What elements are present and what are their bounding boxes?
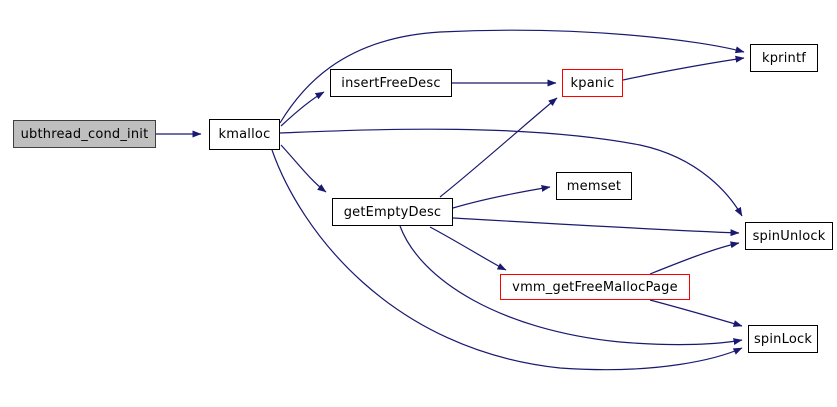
graph-node-memset[interactable]: memset xyxy=(556,172,632,200)
graph-node-label: memset xyxy=(566,178,622,194)
graph-node-ubthread_cond_init[interactable]: ubthread_cond_init xyxy=(13,120,156,148)
graph-node-label: ubthread_cond_init xyxy=(20,126,149,142)
graph-node-spinLock[interactable]: spinLock xyxy=(748,325,818,353)
graph-edge-kmalloc-to-getEmptyDesc xyxy=(280,144,327,193)
graph-node-spinUnlock[interactable]: spinUnlock xyxy=(745,222,833,250)
graph-node-label: insertFreeDesc xyxy=(341,75,441,91)
graph-node-kmalloc[interactable]: kmalloc xyxy=(209,119,280,150)
graph-edge-kmalloc-to-spinLock xyxy=(271,149,743,371)
graph-edge-getEmptyDesc-to-spinLock xyxy=(399,225,743,346)
graph-edge-kpanic-to-kprintf xyxy=(622,55,745,81)
graph-edge-getEmptyDesc-to-kpanic xyxy=(439,97,558,198)
graph-edge-getEmptyDesc-to-spinUnlock xyxy=(452,217,740,237)
graph-node-label: getEmptyDesc xyxy=(343,204,442,220)
graph-edge-vmm_getFreeMallocPage-to-spinUnlock xyxy=(649,241,740,275)
graph-node-label: kprintf xyxy=(761,50,807,66)
graph-node-label: kmalloc xyxy=(218,127,271,142)
graph-node-label: spinUnlock xyxy=(752,228,826,244)
graph-edge-kmalloc-to-kprintf xyxy=(279,29,745,124)
graph-node-label: spinLock xyxy=(753,331,813,347)
graph-edge-getEmptyDesc-to-memset xyxy=(452,184,551,209)
graph-node-getEmptyDesc[interactable]: getEmptyDesc xyxy=(332,198,453,226)
graph-node-insertFreeDesc[interactable]: insertFreeDesc xyxy=(330,69,452,97)
graph-edge-getEmptyDesc-to-vmm_getFreeMallocPage xyxy=(429,226,507,271)
graph-node-label: vmm_getFreeMallocPage xyxy=(512,279,678,295)
graph-node-kpanic[interactable]: kpanic xyxy=(562,69,623,97)
graph-node-kprintf[interactable]: kprintf xyxy=(750,44,818,72)
graph-node-label: kpanic xyxy=(570,75,615,91)
graph-edge-kmalloc-to-spinUnlock xyxy=(279,128,743,217)
graph-node-vmm_getFreeMallocPage[interactable]: vmm_getFreeMallocPage xyxy=(500,274,690,300)
graph-edge-kmalloc-to-insertFreeDesc xyxy=(280,91,325,127)
graph-edge-vmm_getFreeMallocPage-to-spinLock xyxy=(649,299,743,327)
